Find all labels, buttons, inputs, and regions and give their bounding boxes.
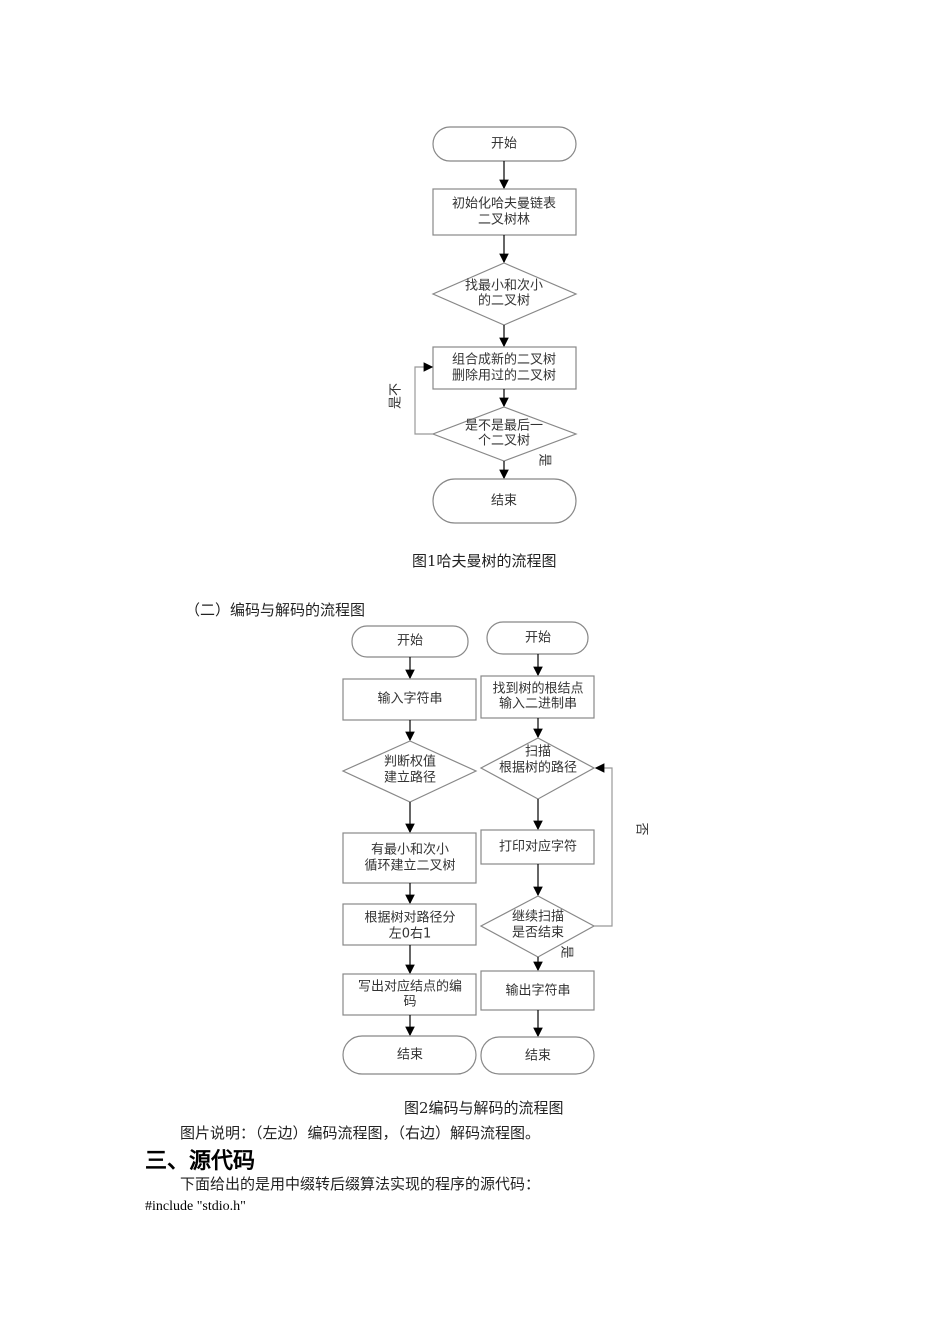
section3-intro: 下面给出的是用中缀转后缀算法实现的程序的源代码： <box>180 1175 541 1193</box>
path-label: 左0右1 <box>389 927 432 942</box>
is-last-label: 是不是最后一 <box>465 419 543 434</box>
start-label: 开始 <box>525 631 551 646</box>
init-label: 二叉树林 <box>478 213 530 228</box>
judge-label: 判断权值 <box>384 754 436 770</box>
path-label: 根据树对路径分 <box>364 910 455 926</box>
build-label: 有最小和次小 <box>371 842 449 858</box>
yes-label: 是 <box>559 945 574 958</box>
is-last-label: 个二叉树 <box>478 434 530 449</box>
encode-flowchart: 开始 输入字符串 判断权值 建立路径 有最小和次小 循环建立二叉树 根据树对路径… <box>341 625 478 1075</box>
start-label: 开始 <box>491 137 517 152</box>
end-terminal <box>432 478 577 524</box>
write-label: 写出对应结点的编 <box>358 979 462 995</box>
print-label: 打印对应字符 <box>499 839 577 855</box>
find-label: 找最小和次小 <box>465 278 543 294</box>
scan-label: 根据树的路径 <box>499 760 577 776</box>
combine-box <box>432 346 577 390</box>
section2-heading: （二）编码与解码的流程图 <box>185 601 366 619</box>
figure2-caption: 图2编码与解码的流程图 <box>404 1099 564 1117</box>
input-label: 输入字符串 <box>377 691 442 707</box>
combine-label: 删除用过的二叉树 <box>452 368 556 384</box>
combine-label: 组合成新的二叉树 <box>452 352 556 368</box>
decode-flowchart: 开始 找到树的根结点 输入二进制串 扫描 根据树的路径 打印对应字符 继续扫描 … <box>479 621 649 1075</box>
end-label: 结束 <box>397 1048 423 1063</box>
write-label: 码 <box>403 995 416 1010</box>
output-label: 输出字符串 <box>505 983 570 999</box>
find-root-box <box>480 675 595 719</box>
end-label: 结束 <box>525 1049 551 1064</box>
find-root-label: 找到树的根结点 <box>492 681 583 697</box>
input-box <box>342 678 477 721</box>
figure-note: 图片说明：（左边）编码流程图，（右边）解码流程图。 <box>180 1124 541 1142</box>
loop-label: 是不 <box>389 383 404 409</box>
start-label: 开始 <box>397 634 423 649</box>
no-label: 否 <box>634 822 649 835</box>
end-terminal <box>480 1036 595 1075</box>
scan-label: 扫描 <box>525 745 551 760</box>
section3-heading: 三、源代码 <box>145 1149 256 1174</box>
yes-label: 是 <box>537 453 552 466</box>
build-box <box>342 832 477 884</box>
loop-arrow <box>594 763 613 927</box>
end-label: 结束 <box>491 494 517 509</box>
find-root-label: 输入二进制串 <box>499 696 577 712</box>
find-label: 的二叉树 <box>478 293 530 309</box>
end-terminal <box>342 1035 477 1075</box>
figure1-huffman-flowchart: 开始 初始化哈夫曼链表 二叉树林 找最小和次小 的二叉树 组合成新的二叉树 删除… <box>389 126 578 524</box>
continue-label: 继续扫描 <box>512 910 564 925</box>
output-box <box>480 970 595 1011</box>
code-line: #include "stdio.h" <box>145 1199 246 1214</box>
init-label: 初始化哈夫曼链表 <box>452 197 556 212</box>
loop-arrow <box>414 362 434 435</box>
build-label: 循环建立二叉树 <box>364 859 455 874</box>
judge-label: 建立路径 <box>384 770 436 786</box>
figure1-caption: 图1哈夫曼树的流程图 <box>412 552 557 570</box>
continue-label: 是否结束 <box>512 926 564 941</box>
init-box <box>432 188 577 236</box>
write-box <box>342 973 477 1016</box>
path-box <box>342 903 477 946</box>
